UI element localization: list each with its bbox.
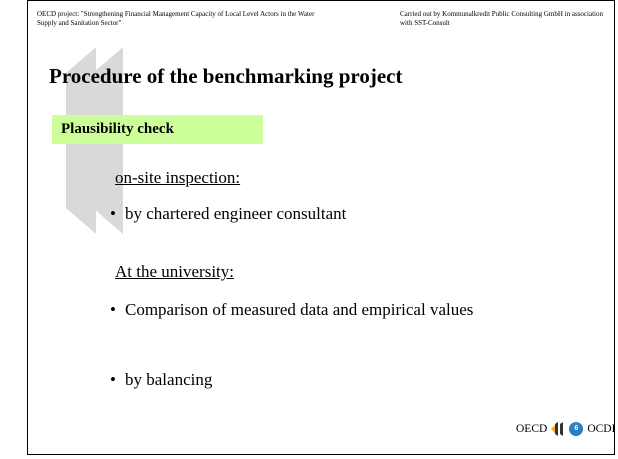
bullet-symbol: • <box>110 300 116 319</box>
slide-title: Procedure of the benchmarking project <box>49 64 403 88</box>
header-project-text: OECD project: "Strengthening Financial M… <box>37 10 315 27</box>
bullet-symbol: • <box>110 370 116 389</box>
bullet-item: • by balancing <box>110 369 430 391</box>
section-label-onsite: on-site inspection: <box>115 168 241 187</box>
oecd-footer-logo: OECD 6 OCDE <box>516 422 614 436</box>
footer-oecd-text: OECD <box>516 423 548 435</box>
header-consultant-text: Carried out by Kommunalkredit Public Con… <box>400 10 603 27</box>
bullet-item: • by chartered engineer consultant <box>110 203 430 225</box>
oecd-quote-logo-icon <box>551 422 565 436</box>
slide: OECD project: "Strengthening Financial M… <box>27 0 615 455</box>
bullet-text: by balancing <box>125 370 213 389</box>
bullet-symbol: • <box>110 204 116 223</box>
footer-ocde-text: OCDE <box>587 423 614 435</box>
plausibility-check-box: Plausibility check <box>52 115 263 144</box>
section-label-university: At the university: <box>115 262 234 281</box>
bullet-text: Comparison of measured data and empirica… <box>125 300 474 319</box>
page-number-badge: 6 <box>569 422 584 436</box>
bullet-text: by chartered engineer consultant <box>125 204 347 223</box>
bullet-item: • Comparison of measured data and empiri… <box>110 299 540 321</box>
